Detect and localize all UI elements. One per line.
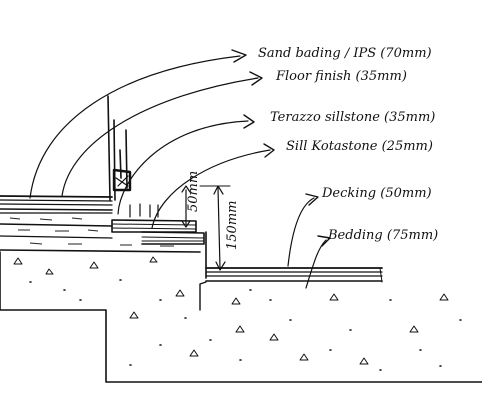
leader-terazzo [117, 120, 249, 215]
leader-decking [287, 197, 315, 267]
arrowhead-floor-finish [249, 71, 263, 86]
dimension-lines [181, 185, 231, 271]
sill-step [107, 95, 207, 279]
label-sill-kotastone: Sill Kotastone (25mm) [286, 139, 433, 154]
label-bedding: Bedding (75mm) [327, 228, 438, 243]
leader-sand-bedding [29, 55, 241, 199]
arrowhead-terazzo [243, 114, 255, 129]
label-terazzo-sillstone: Terazzo sillstone (35mm) [270, 110, 435, 125]
arrowhead-sand-bedding [231, 49, 247, 63]
concrete-slab [0, 251, 482, 383]
leader-bedding [305, 239, 327, 289]
label-floor-finish: Floor finish (35mm) [275, 69, 407, 84]
left-floor-buildup [0, 195, 201, 253]
arrowhead-bedding [317, 235, 331, 247]
arrowhead-decking [305, 193, 319, 206]
dim-50mm: 50mm [186, 171, 201, 212]
arrowhead-sill-kota [263, 143, 275, 158]
leader-arrows [29, 49, 331, 289]
label-sand-bedding: Sand bading / IPS (70mm) [258, 46, 432, 61]
leader-floor-finish [61, 77, 259, 197]
right-decking [205, 267, 383, 283]
leader-sill-kota [151, 149, 271, 229]
dim-150mm: 150mm [225, 201, 240, 250]
label-decking: Decking (50mm) [321, 186, 432, 201]
